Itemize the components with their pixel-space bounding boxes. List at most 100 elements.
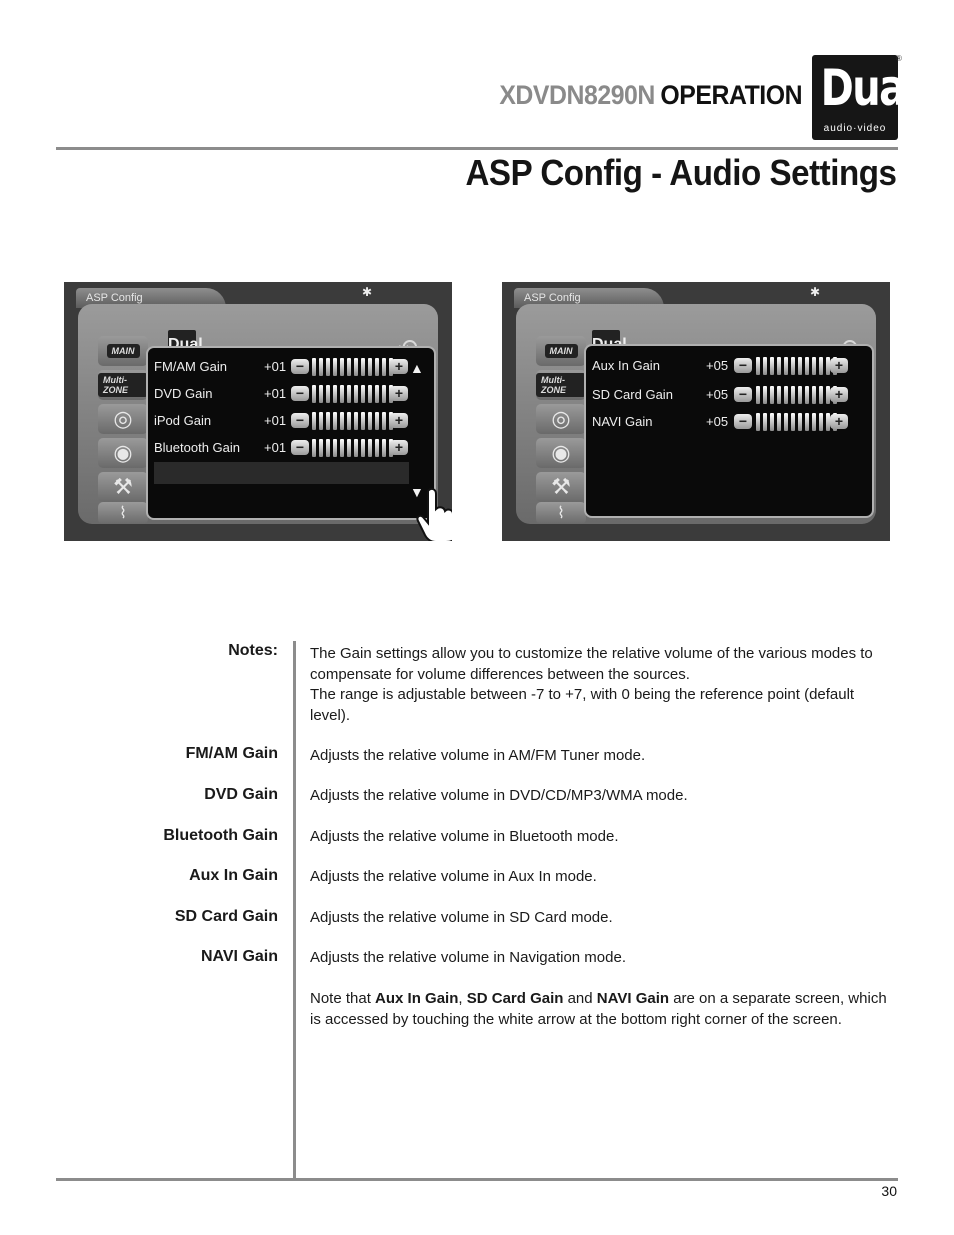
scroll-up-arrow-icon[interactable]: ▲: [410, 360, 424, 376]
waveform-icon: ⌇: [119, 505, 127, 522]
minus-button[interactable]: −: [734, 414, 752, 429]
pointing-hand-icon: [416, 487, 452, 541]
minus-button[interactable]: −: [734, 358, 752, 373]
disc-button[interactable]: ◎: [536, 404, 586, 434]
plus-button[interactable]: +: [830, 358, 848, 373]
screen-tab: ASP Config: [76, 288, 226, 308]
term-description: Adjusts the relative volume in Bluetooth…: [310, 828, 619, 845]
term-label: SD Card Gain: [174, 908, 278, 925]
waveform-button[interactable]: ⌇: [98, 502, 148, 524]
registered-mark: ®: [896, 54, 902, 63]
minus-button[interactable]: −: [291, 386, 309, 401]
gain-row: NAVI Gain +05 − +: [592, 413, 862, 433]
main-button[interactable]: MAIN: [536, 336, 586, 366]
gain-label: SD Card Gain: [592, 387, 673, 402]
intro-text-2: The range is adjustable between -7 to +7…: [310, 686, 855, 724]
plus-button[interactable]: +: [830, 414, 848, 429]
tools-button[interactable]: ⚒: [98, 472, 148, 502]
speaker-button[interactable]: ◉: [536, 438, 586, 468]
multi-zone-button[interactable]: Multi-ZONE: [536, 370, 586, 400]
speaker-icon: ◉: [551, 440, 571, 465]
notes-divider: [293, 641, 296, 1179]
gain-row: DVD Gain +01 − +: [154, 385, 424, 405]
term-description: Adjusts the relative volume in SD Card m…: [310, 909, 613, 926]
gain-level-bars: [312, 439, 393, 457]
plus-button[interactable]: +: [390, 440, 408, 455]
gain-label: DVD Gain: [154, 386, 213, 401]
final-sep-1: ,: [458, 990, 467, 1007]
scroll-down-arrow-icon[interactable]: ▼: [410, 484, 424, 500]
gain-level-bars: [312, 412, 393, 430]
gain-value: +01: [264, 359, 287, 374]
plus-button[interactable]: +: [830, 387, 848, 402]
final-bold-sd: SD Card Gain: [466, 990, 564, 1007]
term-label: FM/AM Gain: [185, 745, 278, 762]
bottom-rule: [56, 1178, 898, 1181]
gain-level-bars: [756, 357, 837, 375]
gain-value: +01: [264, 386, 287, 401]
logo-sub: audio·video: [823, 123, 887, 134]
term-description: Adjusts the relative volume in AM/FM Tun…: [310, 747, 646, 764]
minus-button[interactable]: −: [734, 387, 752, 402]
dual-logo: Dual audio·video: [812, 55, 919, 140]
gain-row: Aux In Gain +05 − +: [592, 357, 862, 377]
minus-button[interactable]: −: [291, 413, 309, 428]
waveform-icon: ⌇: [557, 505, 565, 522]
tools-button[interactable]: ⚒: [536, 472, 586, 502]
minus-button[interactable]: −: [291, 359, 309, 374]
gain-row: FM/AM Gain +01 − +: [154, 358, 424, 378]
bluetooth-icon: ✱: [362, 285, 373, 299]
term-label: Aux In Gain: [189, 867, 278, 884]
plus-button[interactable]: +: [390, 359, 408, 374]
main-button[interactable]: MAIN: [98, 336, 148, 366]
plus-button[interactable]: +: [390, 386, 408, 401]
gain-level-bars: [756, 386, 837, 404]
bluetooth-icon: ✱: [810, 285, 821, 299]
term-description: Adjusts the relative volume in Aux In mo…: [310, 868, 597, 885]
disc-icon: ◎: [113, 406, 133, 431]
term-description: Adjusts the relative volume in DVD/CD/MP…: [310, 787, 688, 804]
main-button-label: MAIN: [544, 344, 578, 358]
term-label: Bluetooth Gain: [163, 827, 278, 844]
waveform-button[interactable]: ⌇: [536, 502, 586, 524]
multi-zone-label: Multi-ZONE: [98, 373, 148, 397]
minus-button[interactable]: −: [291, 440, 309, 455]
operation-label: OPERATION: [660, 80, 802, 110]
final-note: Note that Aux In Gain, SD Card Gain and …: [310, 989, 890, 1030]
gain-row: iPod Gain +01 − +: [154, 412, 424, 432]
final-bold-navi: NAVI Gain: [596, 990, 670, 1007]
disc-button[interactable]: ◎: [98, 404, 148, 434]
empty-row: [154, 462, 409, 484]
gain-level-bars: [312, 358, 393, 376]
intro-text-1: The Gain settings allow you to customize…: [310, 645, 873, 683]
screen-frame: MAIN Multi-ZONE ◎ ◉ ⚒ ⌇ Dual ↶ FM/AM Gai…: [78, 304, 438, 524]
screen-1: ASP Config ✱ MAIN Multi-ZONE ◎ ◉ ⚒ ⌇ Dua…: [64, 282, 452, 541]
gain-value: +05: [706, 414, 729, 429]
tools-icon: ⚒: [113, 474, 133, 499]
gain-row: Bluetooth Gain +01 − +: [154, 439, 424, 459]
gain-panel: FM/AM Gain +01 − + DVD Gain +01 − + iPod…: [146, 346, 436, 520]
gain-value: +05: [706, 358, 729, 373]
gain-label: iPod Gain: [154, 413, 212, 428]
notes-heading: Notes:: [228, 642, 278, 659]
tools-icon: ⚒: [551, 474, 571, 499]
final-prefix: Note that: [310, 990, 376, 1007]
final-sep-2: and: [563, 990, 597, 1007]
gain-value: +05: [706, 387, 729, 402]
page-number: 30: [881, 1183, 897, 1199]
top-rule: [56, 147, 898, 150]
multi-zone-button[interactable]: Multi-ZONE: [98, 370, 148, 400]
gain-label: Bluetooth Gain: [154, 440, 241, 455]
intro-paragraph: The Gain settings allow you to customize…: [310, 644, 890, 726]
gain-label: NAVI Gain: [592, 414, 653, 429]
plus-button[interactable]: +: [390, 413, 408, 428]
term-label: NAVI Gain: [200, 948, 278, 965]
speaker-button[interactable]: ◉: [98, 438, 148, 468]
model-name: XDVDN8290N: [499, 80, 655, 110]
gain-level-bars: [312, 385, 393, 403]
gain-level-bars: [756, 413, 837, 431]
logo-word: Dual: [820, 59, 919, 117]
gain-panel: Aux In Gain +05 − + SD Card Gain +05 − +…: [584, 344, 874, 518]
multi-zone-label: Multi-ZONE: [536, 373, 586, 397]
